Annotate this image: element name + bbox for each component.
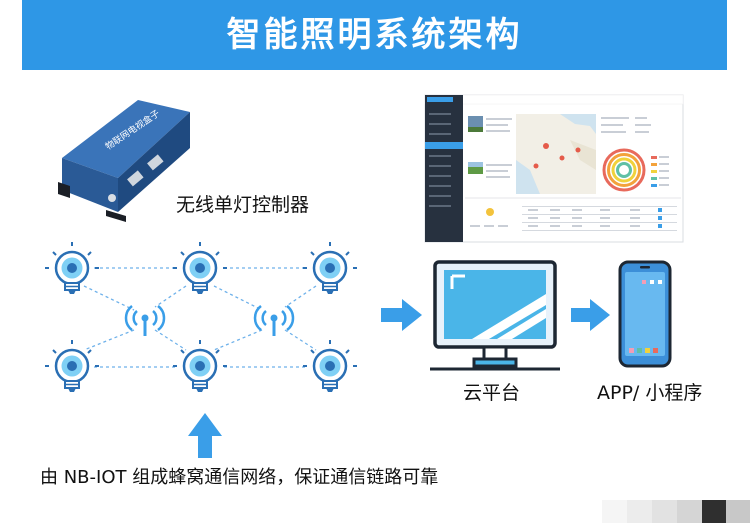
bulb-icon	[301, 338, 359, 394]
bulb-icon	[43, 338, 101, 394]
smartphone-icon	[618, 260, 672, 368]
bulb-icon	[43, 240, 101, 296]
page-title: 智能照明系统架构	[226, 15, 523, 55]
right-arrow-icon	[571, 299, 610, 331]
bulb-icon	[171, 240, 229, 296]
controller-label: 无线单灯控制器	[176, 194, 310, 216]
controller-device-icon: 物联网电视盒子	[58, 100, 190, 222]
app-label: APP/ 小程序	[597, 382, 703, 404]
title-bar	[22, 0, 727, 70]
dashboard-screenshot	[424, 94, 684, 243]
bulb-icon	[171, 338, 229, 394]
bulb-icon	[301, 240, 359, 296]
cloud-platform-label: 云平台	[463, 382, 521, 404]
network-note: 由 NB-IOT 组成蜂窝通信网络，保证通信链路可靠	[40, 467, 439, 488]
right-arrow-icon	[381, 299, 422, 331]
up-arrow-icon	[188, 413, 222, 458]
cloud-monitor-icon	[430, 260, 560, 371]
network-lines	[83, 267, 317, 368]
decorative-strip	[602, 500, 750, 523]
